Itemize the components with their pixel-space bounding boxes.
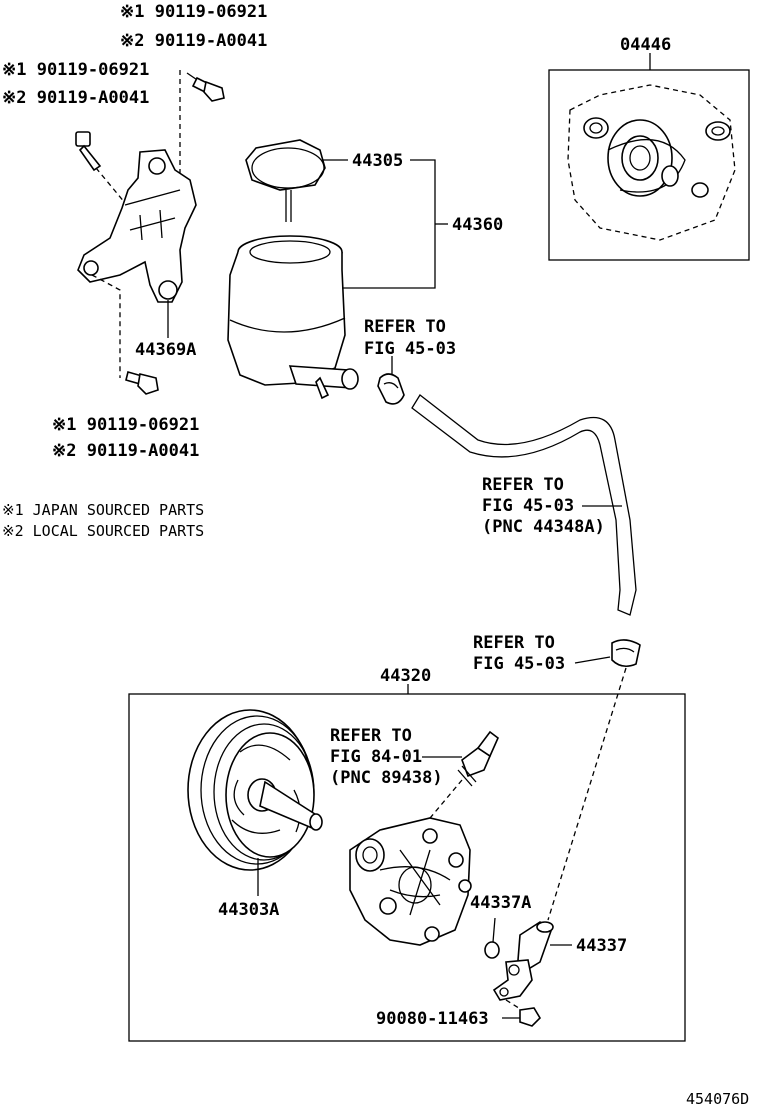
o-ring-leader — [492, 917, 496, 943]
bracket-bolt-leader — [91, 274, 121, 378]
pulley-label[interactable]: 44303A — [218, 900, 279, 920]
reservoir-label[interactable]: 44360 — [452, 215, 503, 235]
refer-clamp1-line2[interactable]: FIG 45-03 — [364, 339, 456, 359]
bolt-top-local-label[interactable]: ※2 90119-A0041 — [120, 31, 267, 51]
refer-clamp2-line1[interactable]: REFER TO — [473, 633, 555, 653]
figure-id: 454076D — [686, 1090, 749, 1108]
pressure-switch[interactable] — [457, 730, 499, 787]
bolt-bottom-japan-label[interactable]: ※1 90119-06921 — [52, 415, 199, 435]
o-ring-label[interactable]: 44337A — [470, 893, 531, 913]
pulley-44303a[interactable] — [187, 709, 323, 871]
hose-clamp-1[interactable] — [377, 373, 405, 405]
o-ring-44337a[interactable] — [484, 941, 500, 959]
union-bolt-dash — [505, 999, 523, 1011]
hose-to-union-leader — [547, 667, 627, 921]
union-bolt[interactable] — [519, 1007, 542, 1027]
gasket-kit-label[interactable]: 04446 — [620, 35, 671, 55]
bolt-left[interactable] — [75, 131, 102, 172]
union-label[interactable]: 44337 — [576, 936, 627, 956]
bolt-left-local-label[interactable]: ※2 90119-A0041 — [2, 88, 149, 108]
bracket-44369a[interactable] — [77, 149, 197, 303]
refer-switch-line1[interactable]: REFER TO — [330, 726, 412, 746]
reservoir-bracket-line — [342, 159, 436, 289]
refer-clamp1-line1[interactable]: REFER TO — [364, 317, 446, 337]
refer-hose-line3[interactable]: (PNC 44348A) — [482, 517, 605, 537]
cap-label[interactable]: 44305 — [352, 151, 403, 171]
refer-switch-line2[interactable]: FIG 84-01 — [330, 747, 422, 767]
bracket-label[interactable]: 44369A — [135, 340, 196, 360]
reservoir-cap-44305[interactable] — [245, 139, 326, 222]
union-44337[interactable] — [492, 921, 554, 1001]
refer-hose-line2[interactable]: FIG 45-03 — [482, 496, 574, 516]
bolt-bottom-local-label[interactable]: ※2 90119-A0041 — [52, 441, 199, 461]
refer-hose-line1[interactable]: REFER TO — [482, 475, 564, 495]
bolt-top[interactable] — [186, 72, 225, 102]
bolt-left-japan-label[interactable]: ※1 90119-06921 — [2, 60, 149, 80]
pump-assy-label[interactable]: 44320 — [380, 666, 431, 686]
bolt-top-japan-label[interactable]: ※1 90119-06921 — [120, 2, 267, 22]
legend-note-local: ※2 LOCAL SOURCED PARTS — [2, 522, 204, 540]
bolt-bottom[interactable] — [125, 371, 159, 395]
refer-switch-line3[interactable]: (PNC 89438) — [330, 768, 443, 788]
union-bolt-label[interactable]: 90080-11463 — [376, 1009, 489, 1029]
pump-assy-box — [128, 693, 686, 1042]
hose-clamp-2[interactable] — [611, 639, 641, 668]
refer-clamp2-leader — [574, 656, 611, 664]
refer-clamp2-line2[interactable]: FIG 45-03 — [473, 654, 565, 674]
reservoir-44360[interactable] — [227, 235, 359, 400]
gasket-kit-parts[interactable] — [567, 84, 736, 241]
return-hose[interactable] — [411, 394, 637, 616]
pump-body[interactable] — [349, 817, 472, 946]
legend-note-japan: ※1 JAPAN SOURCED PARTS — [2, 501, 204, 519]
gasket-kit-box — [548, 69, 750, 261]
